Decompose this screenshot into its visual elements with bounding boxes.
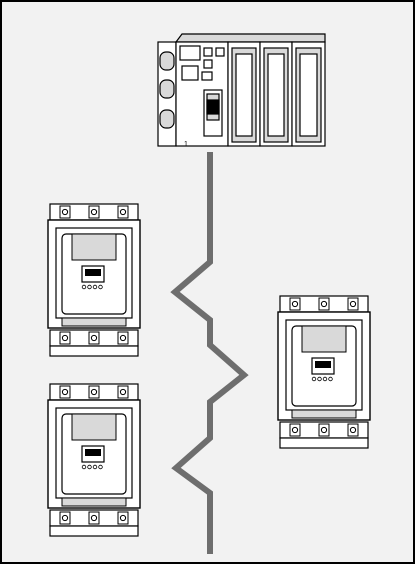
network-cable <box>170 152 249 554</box>
drive-bottom-left <box>47 383 141 537</box>
svg-text:1: 1 <box>184 141 188 148</box>
drive-top-left <box>47 203 141 357</box>
plc-controller: 1 <box>157 33 326 148</box>
drive-right <box>277 295 371 449</box>
